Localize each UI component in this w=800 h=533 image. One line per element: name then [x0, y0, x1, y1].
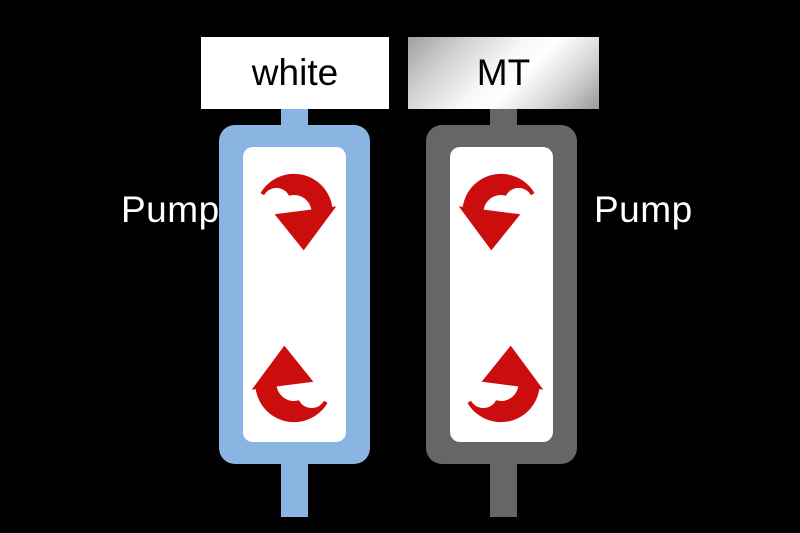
mt-source-label: MT — [476, 52, 531, 93]
left-pump-top-circulation-arrow-icon — [260, 173, 337, 251]
right-pump-bottom-circulation-arrow-icon — [467, 345, 544, 423]
white-source-box: white — [201, 37, 389, 109]
mt-source-box: MT — [408, 37, 599, 109]
white-source-label: white — [251, 52, 339, 93]
left-pump-bottom-circulation-arrow-icon — [251, 345, 328, 423]
left-pump-outlet-pipe — [281, 455, 308, 517]
left-pump-label: Pump — [121, 189, 220, 230]
right-pump-label: Pump — [594, 189, 693, 230]
right-pump-outlet-pipe — [490, 455, 517, 517]
right-pump-top-circulation-arrow-icon — [458, 173, 535, 251]
